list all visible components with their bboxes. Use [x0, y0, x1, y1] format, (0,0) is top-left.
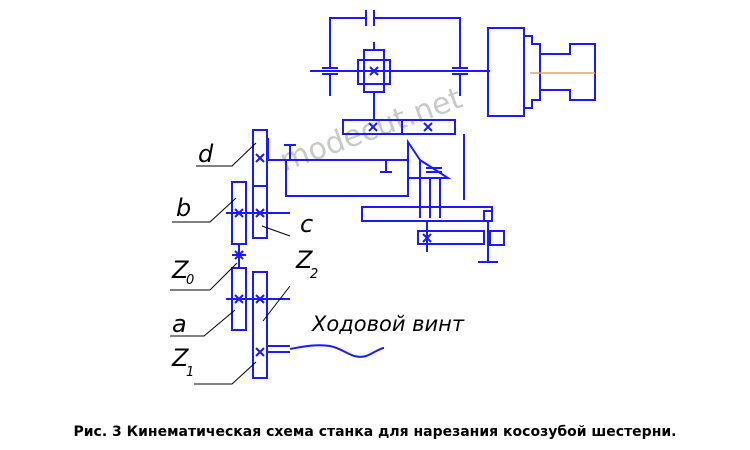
label-d: d	[198, 140, 214, 168]
shafts	[266, 134, 465, 200]
gear-z2-z1	[247, 271, 290, 379]
label-a: a	[172, 310, 187, 338]
label-z2: Z	[295, 246, 313, 274]
chuck	[487, 27, 596, 117]
bevel-gear	[407, 138, 452, 218]
figure-caption: Рис. 3 Кинематическая схема станка для н…	[73, 424, 677, 440]
central-gear	[357, 42, 391, 104]
lower-carriage	[361, 206, 505, 263]
gear-b-z0-a	[226, 181, 252, 331]
label-z1: Z	[171, 344, 189, 372]
label-z0-subscript: 0	[186, 273, 194, 288]
label-b: b	[176, 194, 191, 222]
leader-lines	[170, 142, 291, 385]
label-z2-subscript: 2	[310, 267, 318, 282]
top-frame	[310, 10, 490, 96]
upper-gear-bar	[342, 104, 456, 135]
mechanism	[226, 10, 596, 379]
lead-screw	[267, 344, 385, 358]
label-z0: Z	[171, 256, 189, 284]
label-c: c	[300, 210, 313, 238]
gear-d-c	[245, 129, 290, 239]
label-z1-subscript: 1	[186, 365, 194, 380]
label-lead-screw: Ходовой винт	[311, 312, 465, 336]
